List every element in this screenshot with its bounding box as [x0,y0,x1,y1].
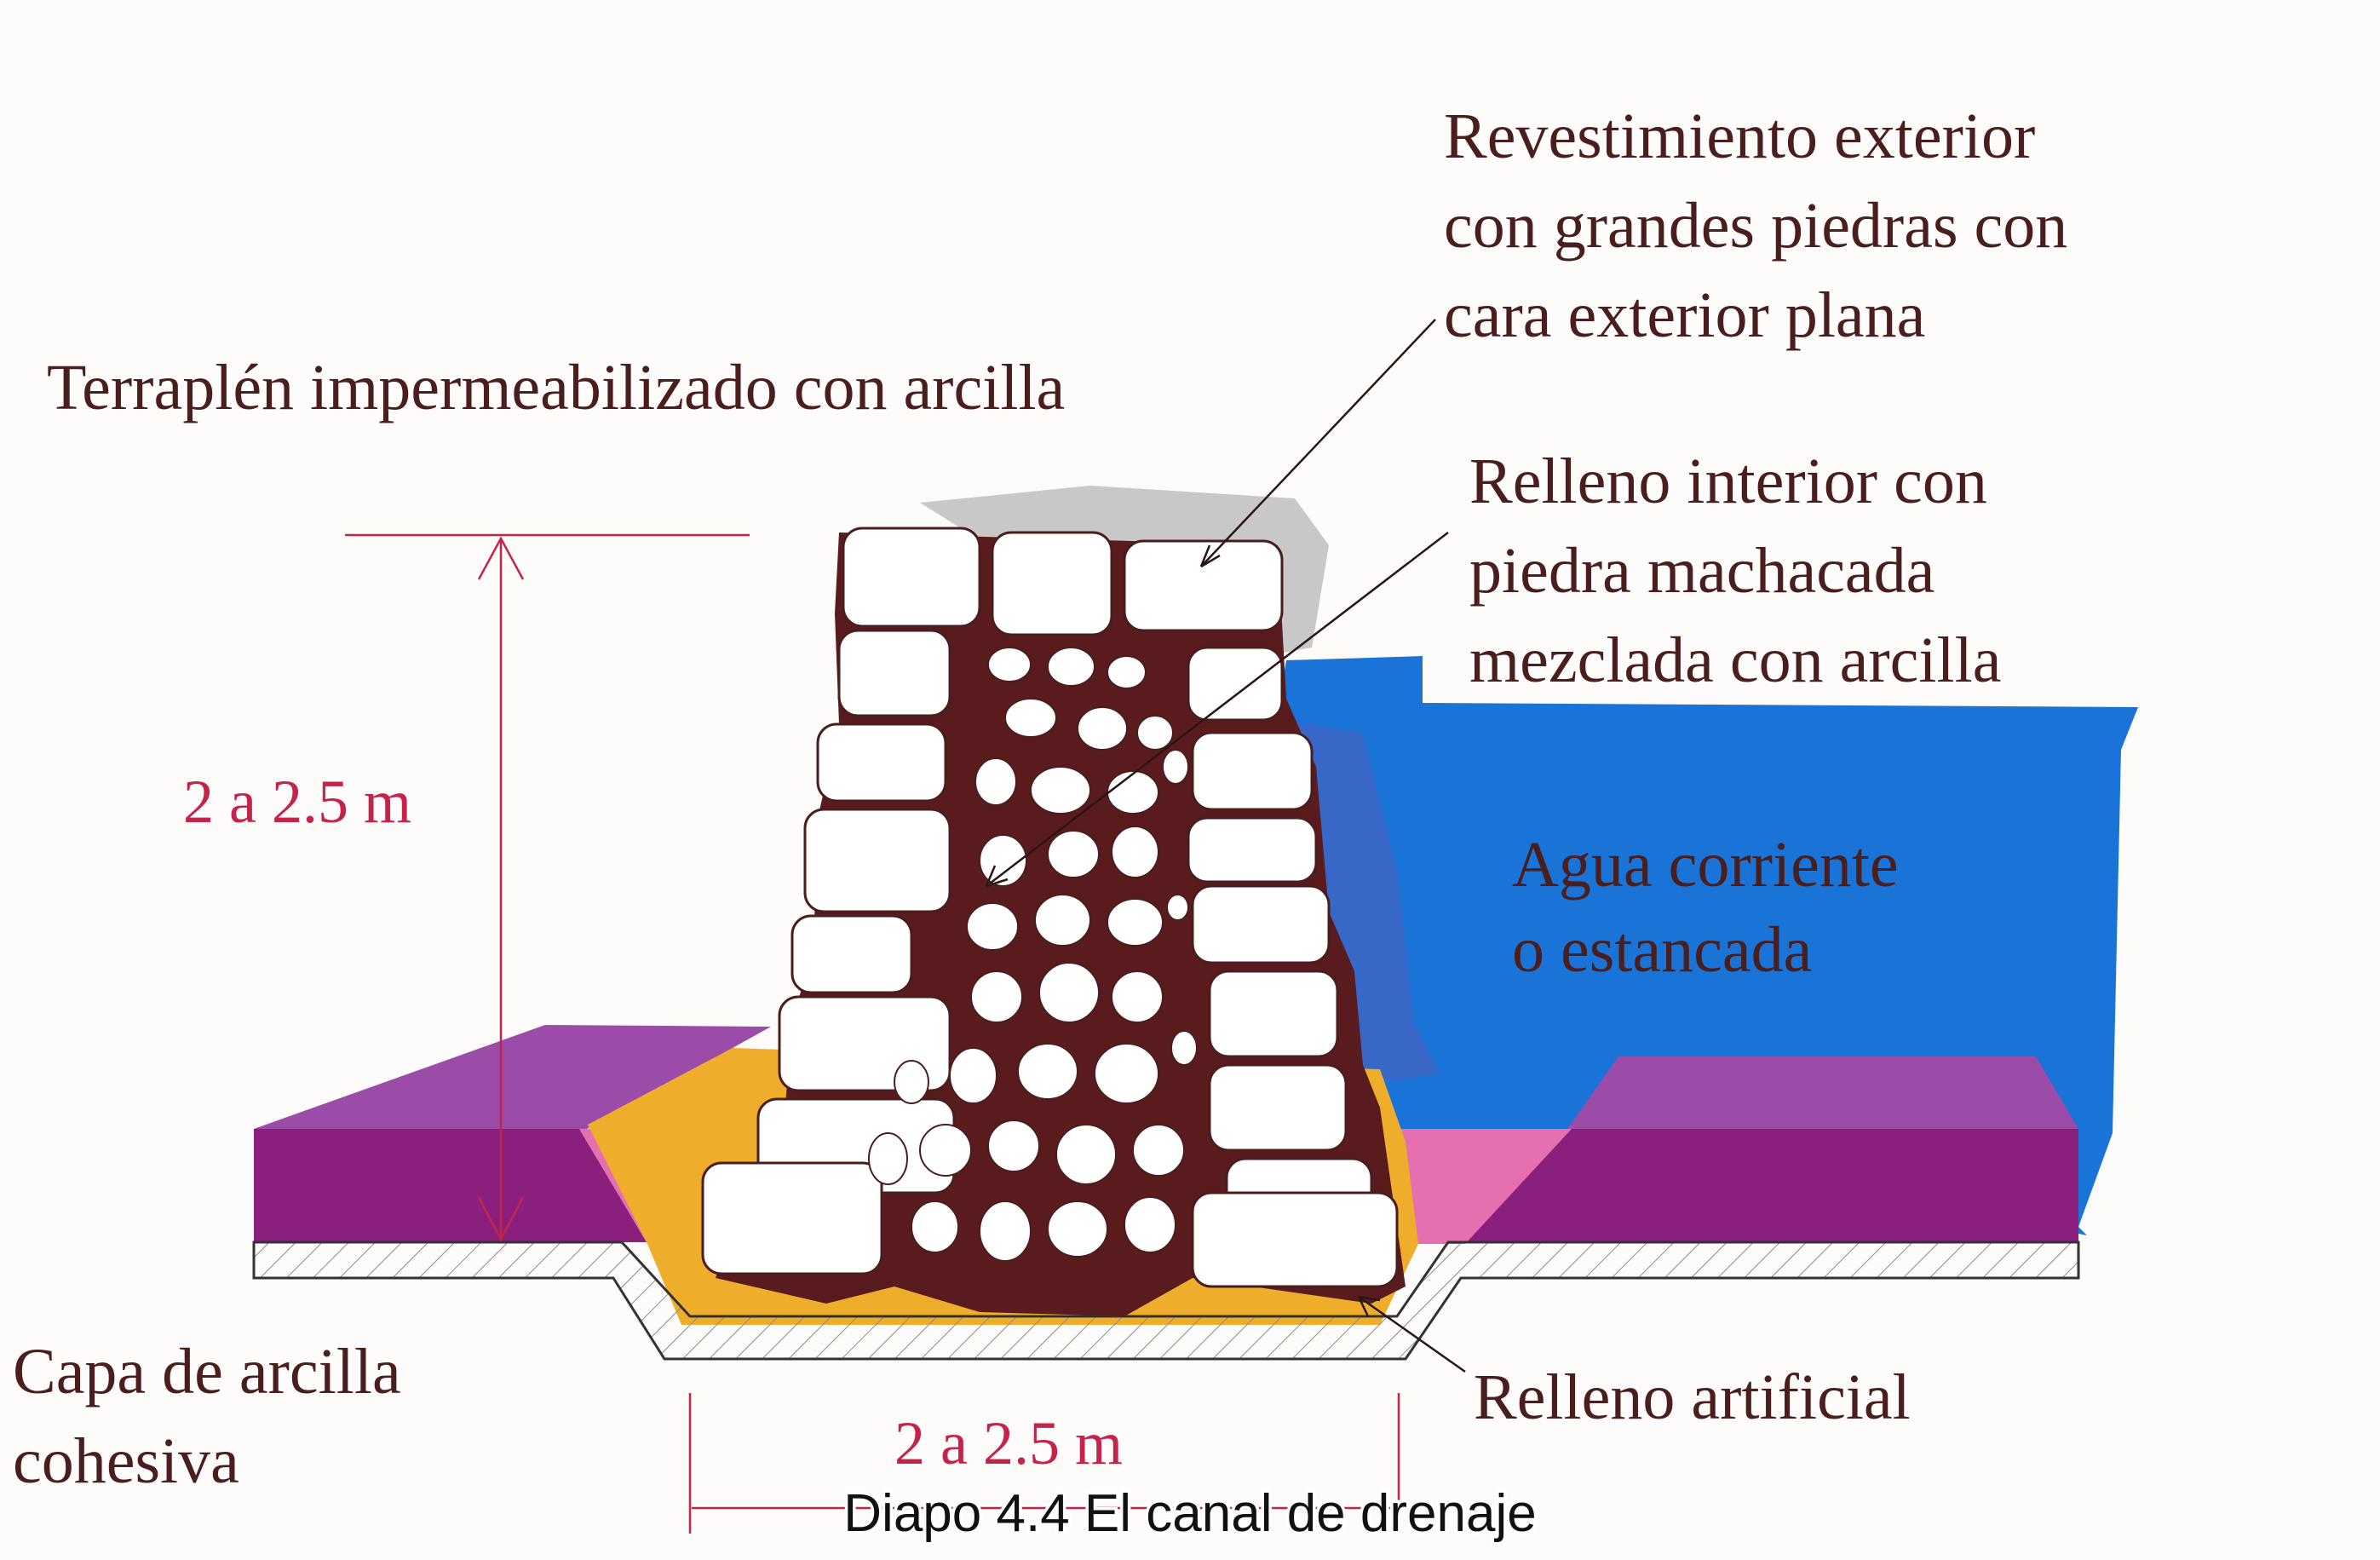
rubble-stone [1047,830,1100,878]
rubble-stone [974,757,1017,806]
revestimiento-line-2: con grandes piedras con [1444,190,2067,262]
rubble-stone [1055,1124,1117,1185]
pointer-relleno-interior-head [985,865,1009,888]
clay-layer-left [254,1129,647,1242]
rubble-stone [1004,698,1057,738]
slide-caption: Diapo 4.4 El canal de drenaje [843,1484,1536,1543]
rubble-stone [1132,1124,1185,1177]
rubble-stone [1162,749,1189,785]
rubble-stone [970,970,1023,1023]
facing-stone [1208,1063,1348,1152]
label-relleno-interior: Relleno interior con piedra machacada me… [1469,446,2003,696]
rubble-stone [911,1200,959,1253]
relleno-interior-line-1: Relleno interior con [1469,446,1987,517]
facing-stone [1208,970,1339,1058]
height-dimension-label: 2 a 2.5 m [183,768,411,836]
rubble-stone [1047,647,1095,687]
rubble-stone [1038,962,1100,1023]
rubble-stone [1170,1030,1198,1066]
facing-stone [837,629,951,717]
pointer-revestimiento [1200,319,1436,567]
pointer-relleno-artificial-head [1357,1295,1381,1317]
label-agua: Agua corriente o estancada [1512,829,1915,986]
rubble-stone [1094,1043,1159,1104]
facing-stone [1187,816,1318,884]
rubble-stone [1107,770,1159,815]
height-dim-arrow-top [477,536,525,580]
capa-line-1: Capa de arcilla [13,1336,401,1407]
pink-wedge-right [1367,1129,1572,1244]
height-dimension [345,533,750,1242]
facing-stone [842,527,981,628]
revestimiento-line-1: Revestimiento exterior [1444,101,2035,172]
rubble-stone [1166,894,1189,921]
hatched-base-layer [252,1241,2080,1361]
rubble-stone [979,1200,1032,1262]
label-capa-arcilla: Capa de arcilla cohesiva [13,1336,417,1497]
facing-stone [816,722,947,803]
pointer-relleno-artificial [1358,1295,1466,1373]
rubble-stone [1077,706,1128,751]
facing-stone [1191,1191,1399,1288]
facing-stone [790,914,913,994]
rubble-stone [1017,1043,1078,1100]
pointer-relleno-interior [986,532,1449,887]
capa-line-2: cohesiva [13,1425,239,1497]
agua-line-2: o estancada [1512,914,1812,986]
facing-stone [1187,646,1284,722]
label-relleno-artificial: Relleno artificial [1474,1361,1911,1433]
rubble-stone [1034,894,1091,947]
facing-stone [1191,731,1314,811]
rubble-stone [987,1120,1040,1172]
width-dimension-label: 2 a 2.5 m [894,1409,1123,1477]
label-terraplen: Terraplén impermeabilizado con arcilla [47,352,1065,423]
rubble-stone [1136,715,1174,751]
facing-stone [1123,539,1284,632]
rubble-stone [1111,826,1159,878]
rubble-stone [949,1047,997,1104]
facing-stone [1191,884,1331,964]
rubble-stone [894,1060,929,1104]
height-dim-arrow-bottom [477,1196,525,1242]
pointer-lines [985,319,1466,1373]
revestimiento-line-3: cara exterior plana [1444,279,1925,351]
rubble-stone [1030,766,1091,815]
clay-top-right [1567,1056,2078,1129]
clay-top-left [254,1025,771,1133]
facing-stone [701,1161,883,1275]
relleno-interior-line-2: piedra machacada [1469,535,1934,607]
rubble-stone [868,1132,908,1185]
rubble-stone [1124,1196,1176,1253]
rubble-stone [1107,898,1164,947]
rubble-stone [1047,1200,1108,1258]
wall-stones [701,527,1399,1288]
width-dimension [688,1393,1400,1534]
clay-layer-right [1384,1129,2078,1242]
rubble-stone [919,1124,972,1177]
relleno-interior-line-3: mezclada con arcilla [1469,625,2001,696]
label-revestimiento: Revestimiento exterior con grandes piedr… [1444,101,2084,351]
rubble-stone [987,647,1032,682]
rubble-stone [966,902,1019,951]
rubble-stone [1111,970,1164,1023]
rubble-stone [1107,655,1147,689]
facing-stone [991,531,1113,636]
facing-stone [803,808,951,913]
pointer-revestimiento-head [1199,544,1221,568]
agua-line-1: Agua corriente [1512,829,1899,901]
